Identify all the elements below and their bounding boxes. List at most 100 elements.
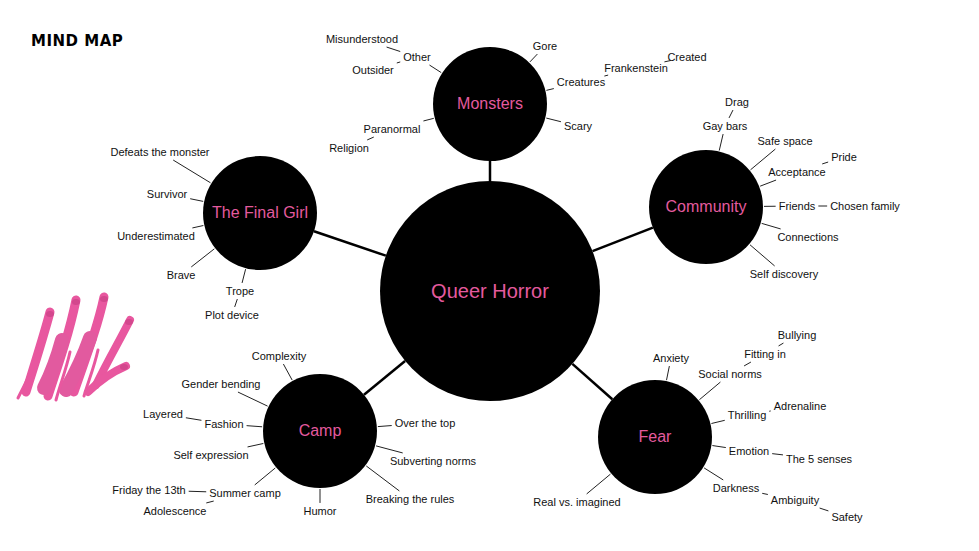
branch-keyword: Misunderstood — [326, 33, 398, 45]
leader-line — [704, 468, 723, 480]
branch-keyword: Trope — [226, 285, 254, 297]
leader-line — [699, 382, 720, 400]
branch-keyword: Self discovery — [750, 268, 818, 280]
leader-line — [762, 223, 781, 229]
leader-line — [818, 206, 827, 207]
branch-connector — [489, 161, 492, 181]
central-topic-text: Queer Horror — [431, 280, 549, 303]
branch-keyword: Humor — [303, 505, 336, 517]
leader-line — [769, 410, 770, 411]
branch-keyword: Bullying — [778, 329, 817, 341]
branch-keyword: Safety — [831, 511, 862, 523]
branch-keyword: Paranormal — [364, 123, 421, 135]
leader-line — [397, 62, 400, 63]
leader-line — [530, 54, 537, 62]
leader-line — [719, 134, 723, 150]
branch-connector — [364, 361, 405, 395]
subtopic-circle: Fear — [598, 380, 712, 494]
leader-line — [387, 47, 401, 51]
branch-keyword: Social norms — [698, 368, 762, 380]
leader-line — [283, 364, 292, 380]
branch-keyword: Other — [403, 51, 431, 63]
branch-keyword: Brave — [167, 269, 196, 281]
leader-line — [546, 118, 561, 122]
branch-keyword: Thrilling — [728, 409, 767, 421]
subtopic-circle: Community — [649, 150, 763, 264]
branch-connector — [572, 364, 612, 399]
branch-keyword: Religion — [329, 142, 369, 154]
leader-line — [186, 418, 202, 421]
branch-keyword: Adrenaline — [774, 400, 827, 412]
branch-keyword: Self expression — [173, 449, 248, 461]
branch-connector — [593, 228, 653, 251]
leader-line — [255, 468, 276, 485]
branch-keyword: Plot device — [205, 309, 259, 321]
subtopic-text: Community — [666, 198, 747, 216]
subtopic-text: Camp — [299, 422, 342, 440]
leader-line — [423, 118, 433, 121]
leader-line — [729, 110, 733, 118]
leader-line — [192, 226, 203, 228]
branch-keyword: Defeats the monster — [110, 146, 209, 158]
leader-line — [712, 446, 725, 448]
branch-connector — [314, 231, 386, 255]
branch-keyword: Acceptance — [768, 166, 825, 178]
leader-line — [366, 466, 399, 491]
leader-line — [762, 493, 768, 494]
subtopic-text: The Final Girl — [212, 204, 308, 222]
subtopic-text: Fear — [639, 428, 672, 446]
leader-line — [191, 249, 214, 267]
subtopic-circle: The Final Girl — [203, 156, 317, 270]
leader-line — [764, 206, 776, 207]
leader-line — [173, 160, 210, 183]
branch-keyword: Adolescence — [144, 505, 207, 517]
leader-line — [320, 489, 321, 503]
branch-keyword: Friday the 13th — [112, 484, 185, 496]
branch-keyword: Scary — [564, 120, 592, 132]
branch-keyword: Gender bending — [182, 378, 261, 390]
leader-line — [189, 491, 207, 493]
leader-line — [744, 362, 751, 366]
branch-keyword: Ambiguity — [771, 494, 819, 506]
branch-keyword: Outsider — [352, 64, 394, 76]
leader-line — [779, 343, 784, 346]
branch-keyword: Breaking the rules — [366, 493, 455, 505]
branch-keyword: Fitting in — [744, 348, 786, 360]
branch-keyword: Friends — [779, 200, 816, 212]
leader-line — [248, 443, 264, 446]
branch-keyword: Creatures — [557, 76, 605, 88]
branch-keyword: Drag — [725, 96, 749, 108]
subtopic-circle: Monsters — [433, 47, 547, 161]
leader-line — [822, 162, 828, 164]
leader-line — [429, 65, 441, 73]
leader-line — [190, 199, 203, 202]
branch-keyword: The 5 senses — [786, 453, 852, 465]
central-topic-circle: Queer Horror — [380, 181, 600, 401]
subtopic-text: Monsters — [457, 95, 523, 113]
leader-line — [772, 454, 783, 455]
map-title: MIND MAP — [31, 32, 123, 50]
branch-keyword: Connections — [777, 231, 838, 243]
branch-keyword: Created — [667, 51, 706, 63]
leader-line — [750, 245, 775, 266]
branch-keyword: Real vs. imagined — [533, 496, 620, 508]
leader-line — [546, 89, 553, 91]
branch-keyword: Chosen family — [830, 200, 900, 212]
branch-keyword: Fashion — [204, 418, 243, 430]
branch-keyword: Summer camp — [209, 487, 281, 499]
branch-keyword: Pride — [831, 151, 857, 163]
branch-keyword: Over the top — [395, 417, 456, 429]
leader-line — [206, 501, 213, 503]
leader-line — [378, 426, 392, 427]
leader-line — [235, 299, 238, 307]
branch-keyword: Layered — [143, 408, 183, 420]
branch-keyword: Gore — [533, 40, 557, 52]
leader-line — [367, 137, 374, 140]
branch-keyword: Darkness — [713, 482, 759, 494]
branch-keyword: Frankenstein — [604, 62, 668, 74]
branch-keyword: Subverting norms — [390, 455, 476, 467]
leader-line — [376, 446, 403, 453]
leader-line — [587, 474, 611, 494]
leader-line — [242, 269, 246, 283]
leader-line — [711, 420, 724, 423]
